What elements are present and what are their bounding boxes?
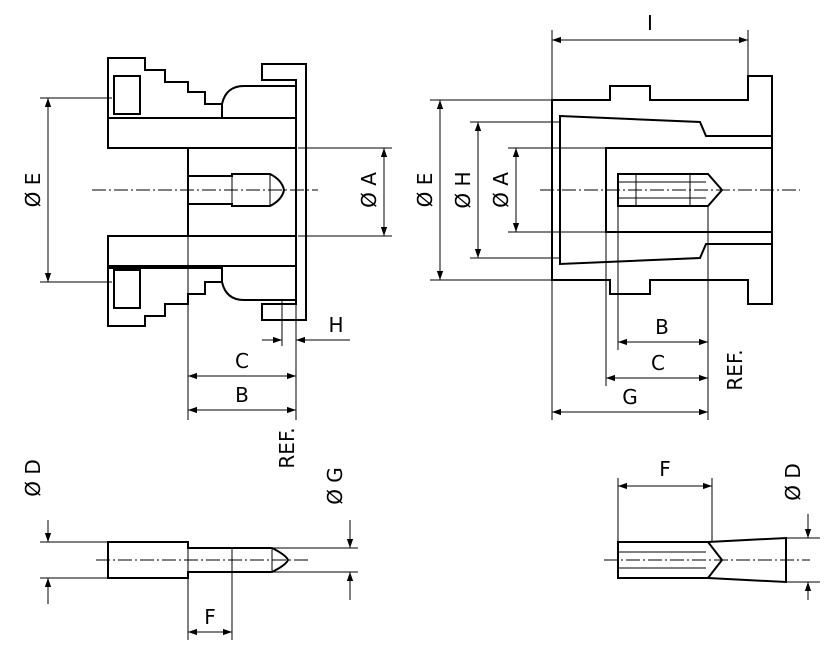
left-nut-upper [113,75,141,115]
right-dia-h-label: Ø H [451,171,475,208]
left-nut-lower [113,269,141,309]
left-ref-label: REF. [275,427,299,468]
right-socket-contact [617,173,724,207]
pin-f-label: F [204,605,216,629]
right-dia-e-label: Ø E [413,173,437,208]
socket-f-label: F [659,457,671,481]
pin-dia-g-label: Ø G [323,467,347,505]
left-flange [261,63,307,321]
left-body-upper [107,57,223,119]
left-dia-a-label: Ø A [357,172,381,208]
pin-detail-view: Ø D Ø G F [21,459,358,640]
left-shell-curve [221,85,296,301]
left-c-label: C [235,349,249,373]
right-g-label: G [622,385,638,409]
right-i-label: I [647,11,653,35]
socket-body [617,541,724,579]
socket-detail-view: F Ø D [604,457,820,600]
left-body-lower [107,267,223,327]
right-dia-a-label: Ø A [489,172,513,208]
right-bore [559,114,773,266]
left-insulator-upper [107,117,297,149]
left-h-label: H [328,313,343,337]
right-c-label: C [651,351,665,375]
right-connector-view: I Ø E Ø H Ø A B C G REF. [413,11,800,420]
left-b-label: B [235,383,249,407]
right-ref-label: REF. [723,349,747,390]
socket-dia-d-label: Ø D [781,463,805,501]
pin-dia-d-label: Ø D [21,459,45,497]
left-dia-e-label: Ø E [21,173,45,208]
left-connector-view: Ø E Ø A H C B REF. [21,57,392,469]
right-shell [551,75,773,305]
left-insulator-lower [107,235,297,267]
left-cavity [187,147,297,237]
right-b-label: B [655,315,669,339]
